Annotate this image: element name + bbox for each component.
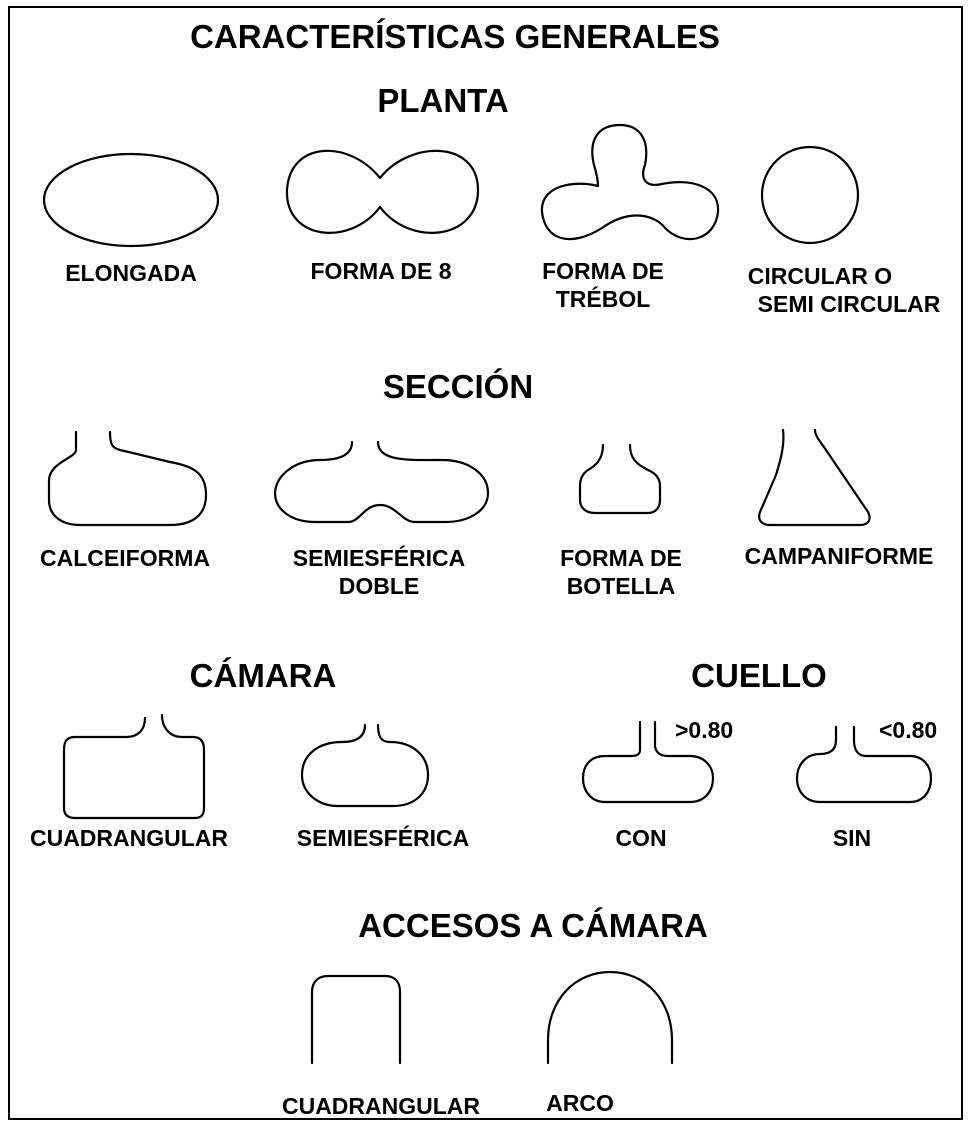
- camara-cuadrangular-shape: [62, 713, 206, 820]
- planta-elongada-shape: [42, 152, 220, 248]
- heading-accesos: ACCESOS A CÁMARA: [358, 907, 708, 944]
- cuello-con-shape: [581, 720, 715, 804]
- heading-seccion: SECCIÓN: [382, 368, 534, 405]
- camara-semiesferica-shape: [300, 723, 430, 808]
- heading-camara: CÁMARA: [189, 657, 337, 694]
- seccion-campaniforme-shape: [758, 428, 871, 527]
- label-botella-line2: BOTELLA: [566, 573, 676, 599]
- acceso-arco-shape: [546, 970, 674, 1065]
- cuello-sin-shape: [795, 725, 933, 804]
- cuello-con-annotation: >0.80: [675, 717, 734, 743]
- planta-circular-shape: [760, 145, 860, 245]
- heading-cuello: CUELLO: [691, 657, 827, 694]
- label-circular-line1: CIRCULAR O: [747, 263, 893, 289]
- seccion-semiesferica-doble-shape: [273, 440, 490, 524]
- label-trebol-line1: FORMA DE: [542, 258, 664, 284]
- label-forma-de-8: FORMA DE 8: [310, 258, 452, 284]
- label-semiesferica-doble-line1: SEMIESFÉRICA: [292, 545, 466, 571]
- label-campaniforme: CAMPANIFORME: [744, 543, 934, 569]
- label-camara-cuadrangular: CUADRANGULAR: [29, 825, 229, 851]
- heading-planta: PLANTA: [377, 82, 509, 119]
- label-camara-semiesferica: SEMIESFÉRICA: [296, 825, 470, 851]
- figure-frame: [8, 6, 963, 1120]
- label-acceso-cuadrangular: CUADRANGULAR: [281, 1093, 481, 1119]
- seccion-botella-shape: [578, 443, 662, 515]
- figure-title: CARACTERÍSTICAS GENERALES: [190, 18, 720, 55]
- label-semiesferica-doble-line2: DOBLE: [338, 573, 420, 599]
- cuello-sin-annotation: <0.80: [879, 717, 938, 743]
- label-circular-line2: SEMI CIRCULAR: [757, 291, 941, 317]
- label-cuello-sin: SIN: [832, 825, 872, 851]
- planta-forma-de-8-shape: [285, 149, 480, 234]
- label-cuello-con: CON: [615, 825, 667, 851]
- acceso-cuadrangular-shape: [310, 974, 402, 1065]
- label-elongada: ELONGADA: [65, 260, 197, 286]
- label-acceso-arco: ARCO: [546, 1090, 614, 1116]
- label-botella-line1: FORMA DE: [560, 545, 682, 571]
- seccion-calceiforma-shape: [47, 430, 208, 527]
- planta-trebol-shape: [540, 123, 720, 241]
- label-calceiforma: CALCEIFORMA: [40, 545, 210, 571]
- label-trebol-line2: TRÉBOL: [555, 286, 651, 312]
